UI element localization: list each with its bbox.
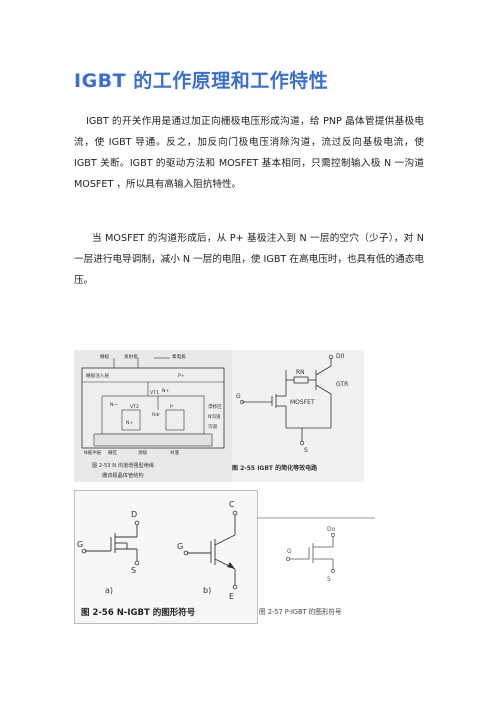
fig253-label: N沟道 [208,413,221,420]
fig255-source-label: S [304,447,308,454]
fig253-label: P+ [178,373,185,379]
paragraph-2: 当 MOSFET 的沟道形成后，从 P+ 基极注入到 N 一层的空穴（少子），对… [74,233,424,286]
fig255-caption: 图 2-55 IGBT 的简化等效电路 [232,464,318,472]
fig255-gate-label: G [236,393,241,400]
fig253-label: VT2 [130,404,139,410]
fig256-e-label: E [229,592,234,601]
fig257-s-label: S [327,576,331,583]
fig256-sub-a: a) [105,586,113,595]
fig253-label: 漂移区 [208,403,222,410]
fig253-label: 集电极 [172,353,186,360]
fig253-label: 沟道 [208,423,218,430]
fig256-c-label: C [229,500,235,509]
fig253-label: 发射极 [124,353,138,360]
fig253-label: P [170,404,173,410]
igbt-structure-diagram: 栅极 发射极 集电极 栅极注入层 P+ N+ VT1 VT2 Rdr N一 N+… [81,353,225,479]
figure-2-56: D G S a) C G E b) 图 2-56 N-IGBT 的图形符号 [74,490,258,624]
figure-2-53: 栅极 发射极 集电极 栅极注入层 P+ N+ VT1 VT2 Rdr N一 N+… [74,350,232,482]
figure-2-55: D0 RN GTR G MOSFET S 图 2-55 IGBT 的简化等效电路 [232,350,364,482]
fig253-label: 栅区 [108,449,118,456]
fig253-label: 衬底 [170,449,180,456]
figure-2-57: Do G S 图 2-57 P-IGBT 的图形符号 [257,517,375,622]
fig253-label: 栅极注入层 [86,372,109,379]
fig257-caption: 图 2-57 P-IGBT 的图形符号 [259,607,342,616]
paragraph-1: IGBT 的开关作用是通过加正向栅极电压形成沟道，给 PNP 晶体管提供基极电流… [74,116,424,190]
fig256-caption: 图 2-56 N-IGBT 的图形符号 [81,607,196,618]
fig253-label: Rdr [152,412,160,418]
fig253-label: 栅极 [100,353,110,360]
fig253-label: VT1 [150,390,159,396]
fig253-caption: 图 2-53 N 沟道增强型绝缘 [92,461,154,469]
fig256-s-label: S [131,566,136,575]
fig253-label: N一 [110,402,118,408]
fig255-mosfet-label: MOSFET [290,399,315,406]
fig253-label: N+ [162,388,169,394]
equivalent-circuit-diagram: D0 RN GTR G MOSFET S 图 2-55 IGBT 的简化等效电路 [232,353,348,472]
fig255-gtr-label: GTR [336,381,348,388]
fig257-g-label: G [287,548,292,555]
fig253-label: 源极 [138,449,148,456]
fig253-label: N缓冲层 [84,449,102,456]
fig256-g-label: G [77,540,83,549]
fig253-label: N+ [126,420,133,426]
n-igbt-symbols: D G S a) C G E b) 图 2-56 N-IGBT 的图形符号 [77,500,238,618]
fig253-caption: 栅双极晶体管结构 [102,471,144,479]
fig255-resistor-label: RN [296,369,305,376]
p-igbt-symbol: Do G S 图 2-57 P-IGBT 的图形符号 [257,517,375,616]
fig256-sub-b: b) [203,586,211,595]
fig256-g2-label: G [177,542,183,551]
article-title: IGBT 的工作原理和工作特性 [74,70,329,92]
fig256-d-label: D [131,510,137,519]
fig257-d-label: Do [327,526,336,533]
fig255-drain-label: D0 [336,353,345,360]
